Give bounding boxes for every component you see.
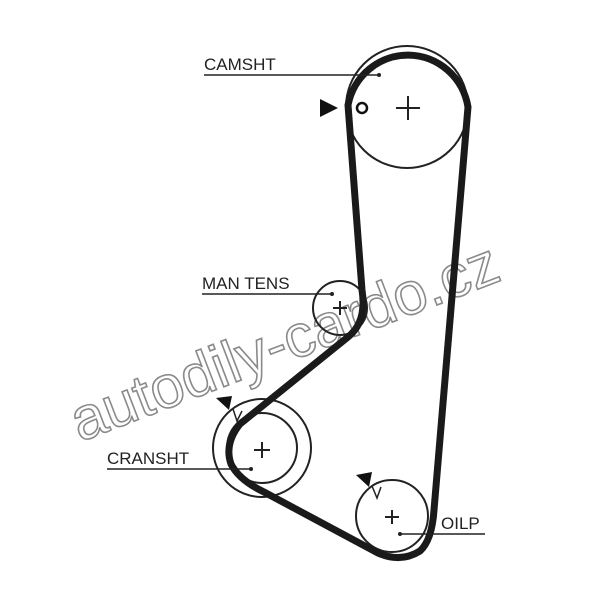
camshaft-center-mark [396,96,420,120]
oil-pump-pulley [355,479,429,553]
crankshaft-pulley-outer [212,398,312,498]
tensioner-center-mark [333,301,347,315]
crankshaft-center-mark [254,442,270,458]
camshaft-timing-dot [355,101,369,115]
oil-pump-label: OILP [441,514,480,533]
tensioner-leader-dot [330,292,334,296]
camshaft-timing-arrow [320,99,338,117]
camshaft-label: CAMSHT [204,55,276,74]
crankshaft-label: CRANSHT [107,449,189,468]
camshaft-leader-dot [377,73,381,77]
timing-belt [225,51,472,561]
oil-pump-center-mark [385,510,399,524]
oil-pump-leader-dot [398,532,402,536]
crankshaft-timing-notch [232,408,243,423]
tensioner-label: MAN TENS [202,274,290,293]
crankshaft-leader-dot [249,467,253,471]
tensioner-pulley [312,280,368,336]
crankshaft-timing-arrow [216,396,232,410]
oil-pump-timing-arrow [356,472,372,487]
oil-pump-timing-notch [371,485,382,501]
